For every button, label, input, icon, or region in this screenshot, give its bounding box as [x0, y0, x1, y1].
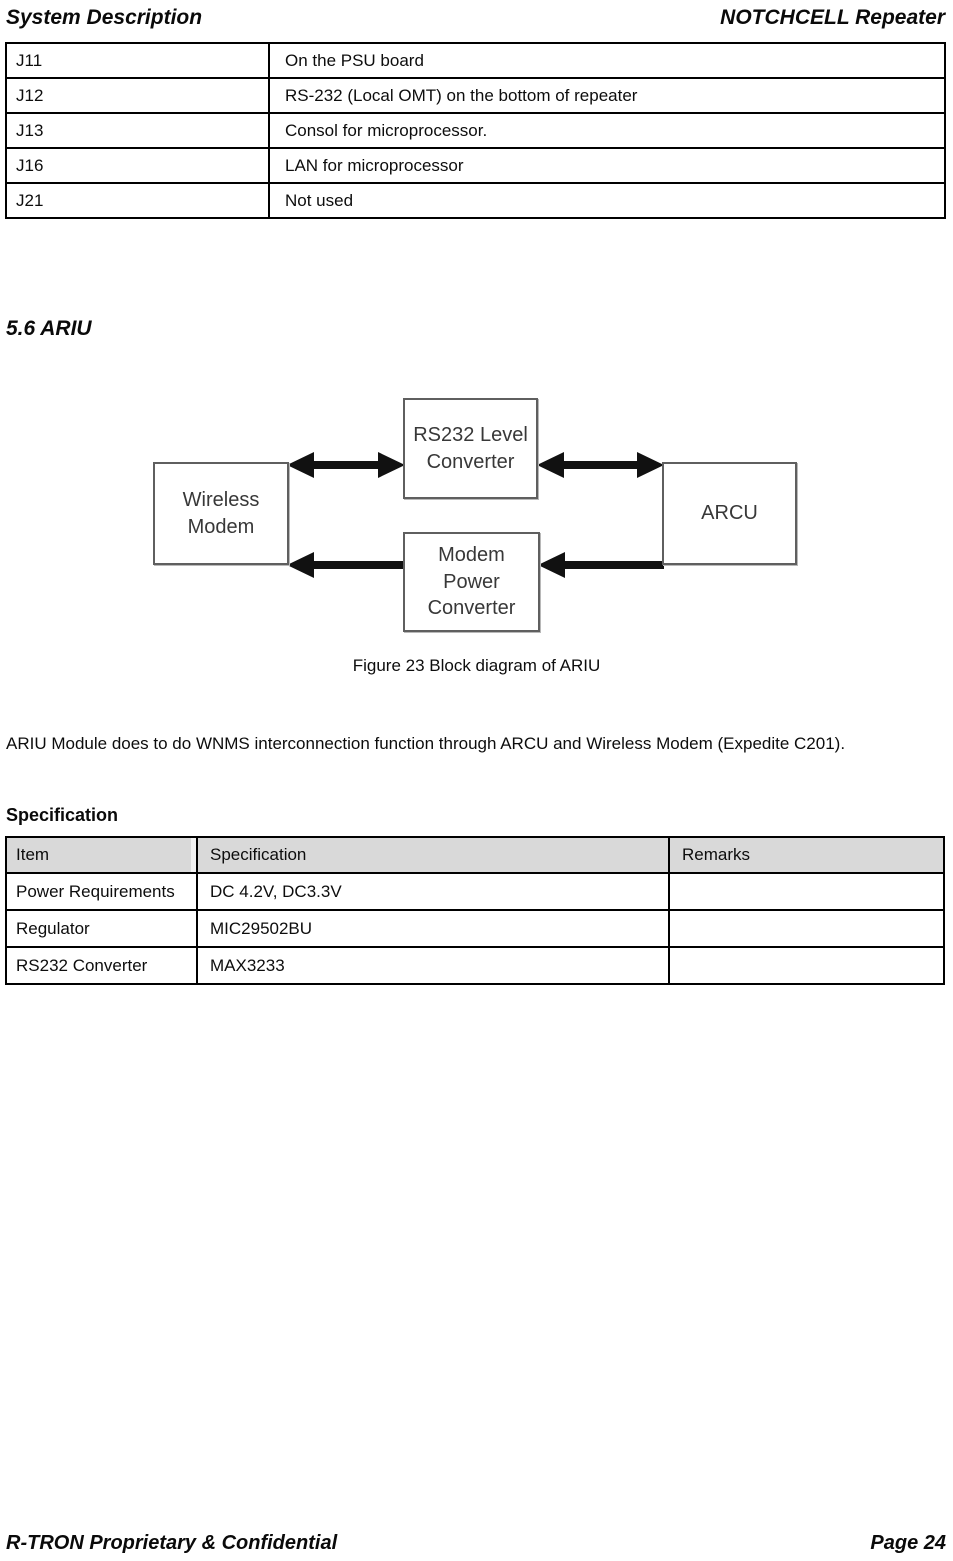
footer-confidential-label: R-TRON Proprietary & Confidential — [6, 1532, 338, 1554]
connector-desc: RS-232 (Local OMT) on the bottom of repe… — [268, 77, 946, 114]
section-heading: 5.6 ARIU — [6, 317, 92, 340]
diagram-box-arcu: ARCU — [662, 462, 797, 565]
connector-name: J16 — [5, 147, 270, 184]
table-row: J11 On the PSU board — [5, 42, 946, 79]
box-label-line: Power — [443, 570, 500, 593]
body-paragraph: ARIU Module does to do WNMS interconnect… — [6, 734, 846, 753]
table-row: Regulator MIC29502BU — [5, 909, 945, 948]
column-header-item: Item — [5, 836, 198, 874]
spec-remark — [668, 946, 945, 985]
spec-item: Regulator — [5, 909, 198, 948]
ariu-block-diagram: Wireless Modem RS232 Level Converter ARC… — [140, 380, 820, 660]
diagram-box-wireless-modem: Wireless Modem — [153, 462, 289, 565]
spec-value: MAX3233 — [196, 946, 670, 985]
table-row: J16 LAN for microprocessor — [5, 147, 946, 184]
box-label-line: Converter — [426, 450, 515, 473]
figure-caption: Figure 23 Block diagram of ARIU — [352, 656, 601, 675]
connector-desc: On the PSU board — [268, 42, 946, 79]
box-label-line: Modem — [438, 544, 505, 567]
spec-remark — [668, 909, 945, 948]
specification-label: Specification — [6, 805, 119, 825]
spec-item: Power Requirements — [5, 872, 198, 911]
table-row: J12 RS-232 (Local OMT) on the bottom of … — [5, 77, 946, 114]
table-row: Power Requirements DC 4.2V, DC3.3V — [5, 872, 945, 911]
connector-name: J13 — [5, 112, 270, 149]
spec-item: RS232 Converter — [5, 946, 198, 985]
box-label-line: Converter — [427, 597, 516, 620]
connector-name: J11 — [5, 42, 270, 79]
box-label-line: ARCU — [701, 502, 758, 525]
diagram-box-rs232-level-converter: RS232 Level Converter — [403, 398, 538, 499]
connector-table: J11 On the PSU board J12 RS-232 (Local O… — [5, 42, 946, 219]
connector-desc: LAN for microprocessor — [268, 147, 946, 184]
spec-value: DC 4.2V, DC3.3V — [196, 872, 670, 911]
connector-desc: Consol for microprocessor. — [268, 112, 946, 149]
specification-table: Item Specification Remarks Power Require… — [5, 836, 945, 985]
table-row: RS232 Converter MAX3233 — [5, 946, 945, 985]
arrow-connectors — [287, 452, 664, 578]
header-title-left: System Description — [6, 6, 203, 29]
column-header-specification: Specification — [196, 836, 670, 874]
table-header-row: Item Specification Remarks — [5, 836, 945, 874]
diagram-box-modem-power-converter: Modem Power Converter — [403, 532, 540, 632]
spec-remark — [668, 872, 945, 911]
connector-name: J12 — [5, 77, 270, 114]
table-row: J13 Consol for microprocessor. — [5, 112, 946, 149]
column-header-remarks: Remarks — [668, 836, 945, 874]
table-row: J21 Not used — [5, 182, 946, 219]
connector-desc: Not used — [268, 182, 946, 219]
box-label-line: Wireless — [182, 489, 260, 512]
connector-name: J21 — [5, 182, 270, 219]
box-label-line: Modem — [187, 515, 255, 538]
spec-value: MIC29502BU — [196, 909, 670, 948]
footer-page-number: Page 24 — [870, 1532, 946, 1554]
box-label-line: RS232 Level — [413, 424, 528, 447]
header-title-right: NOTCHCELL Repeater — [720, 6, 945, 29]
